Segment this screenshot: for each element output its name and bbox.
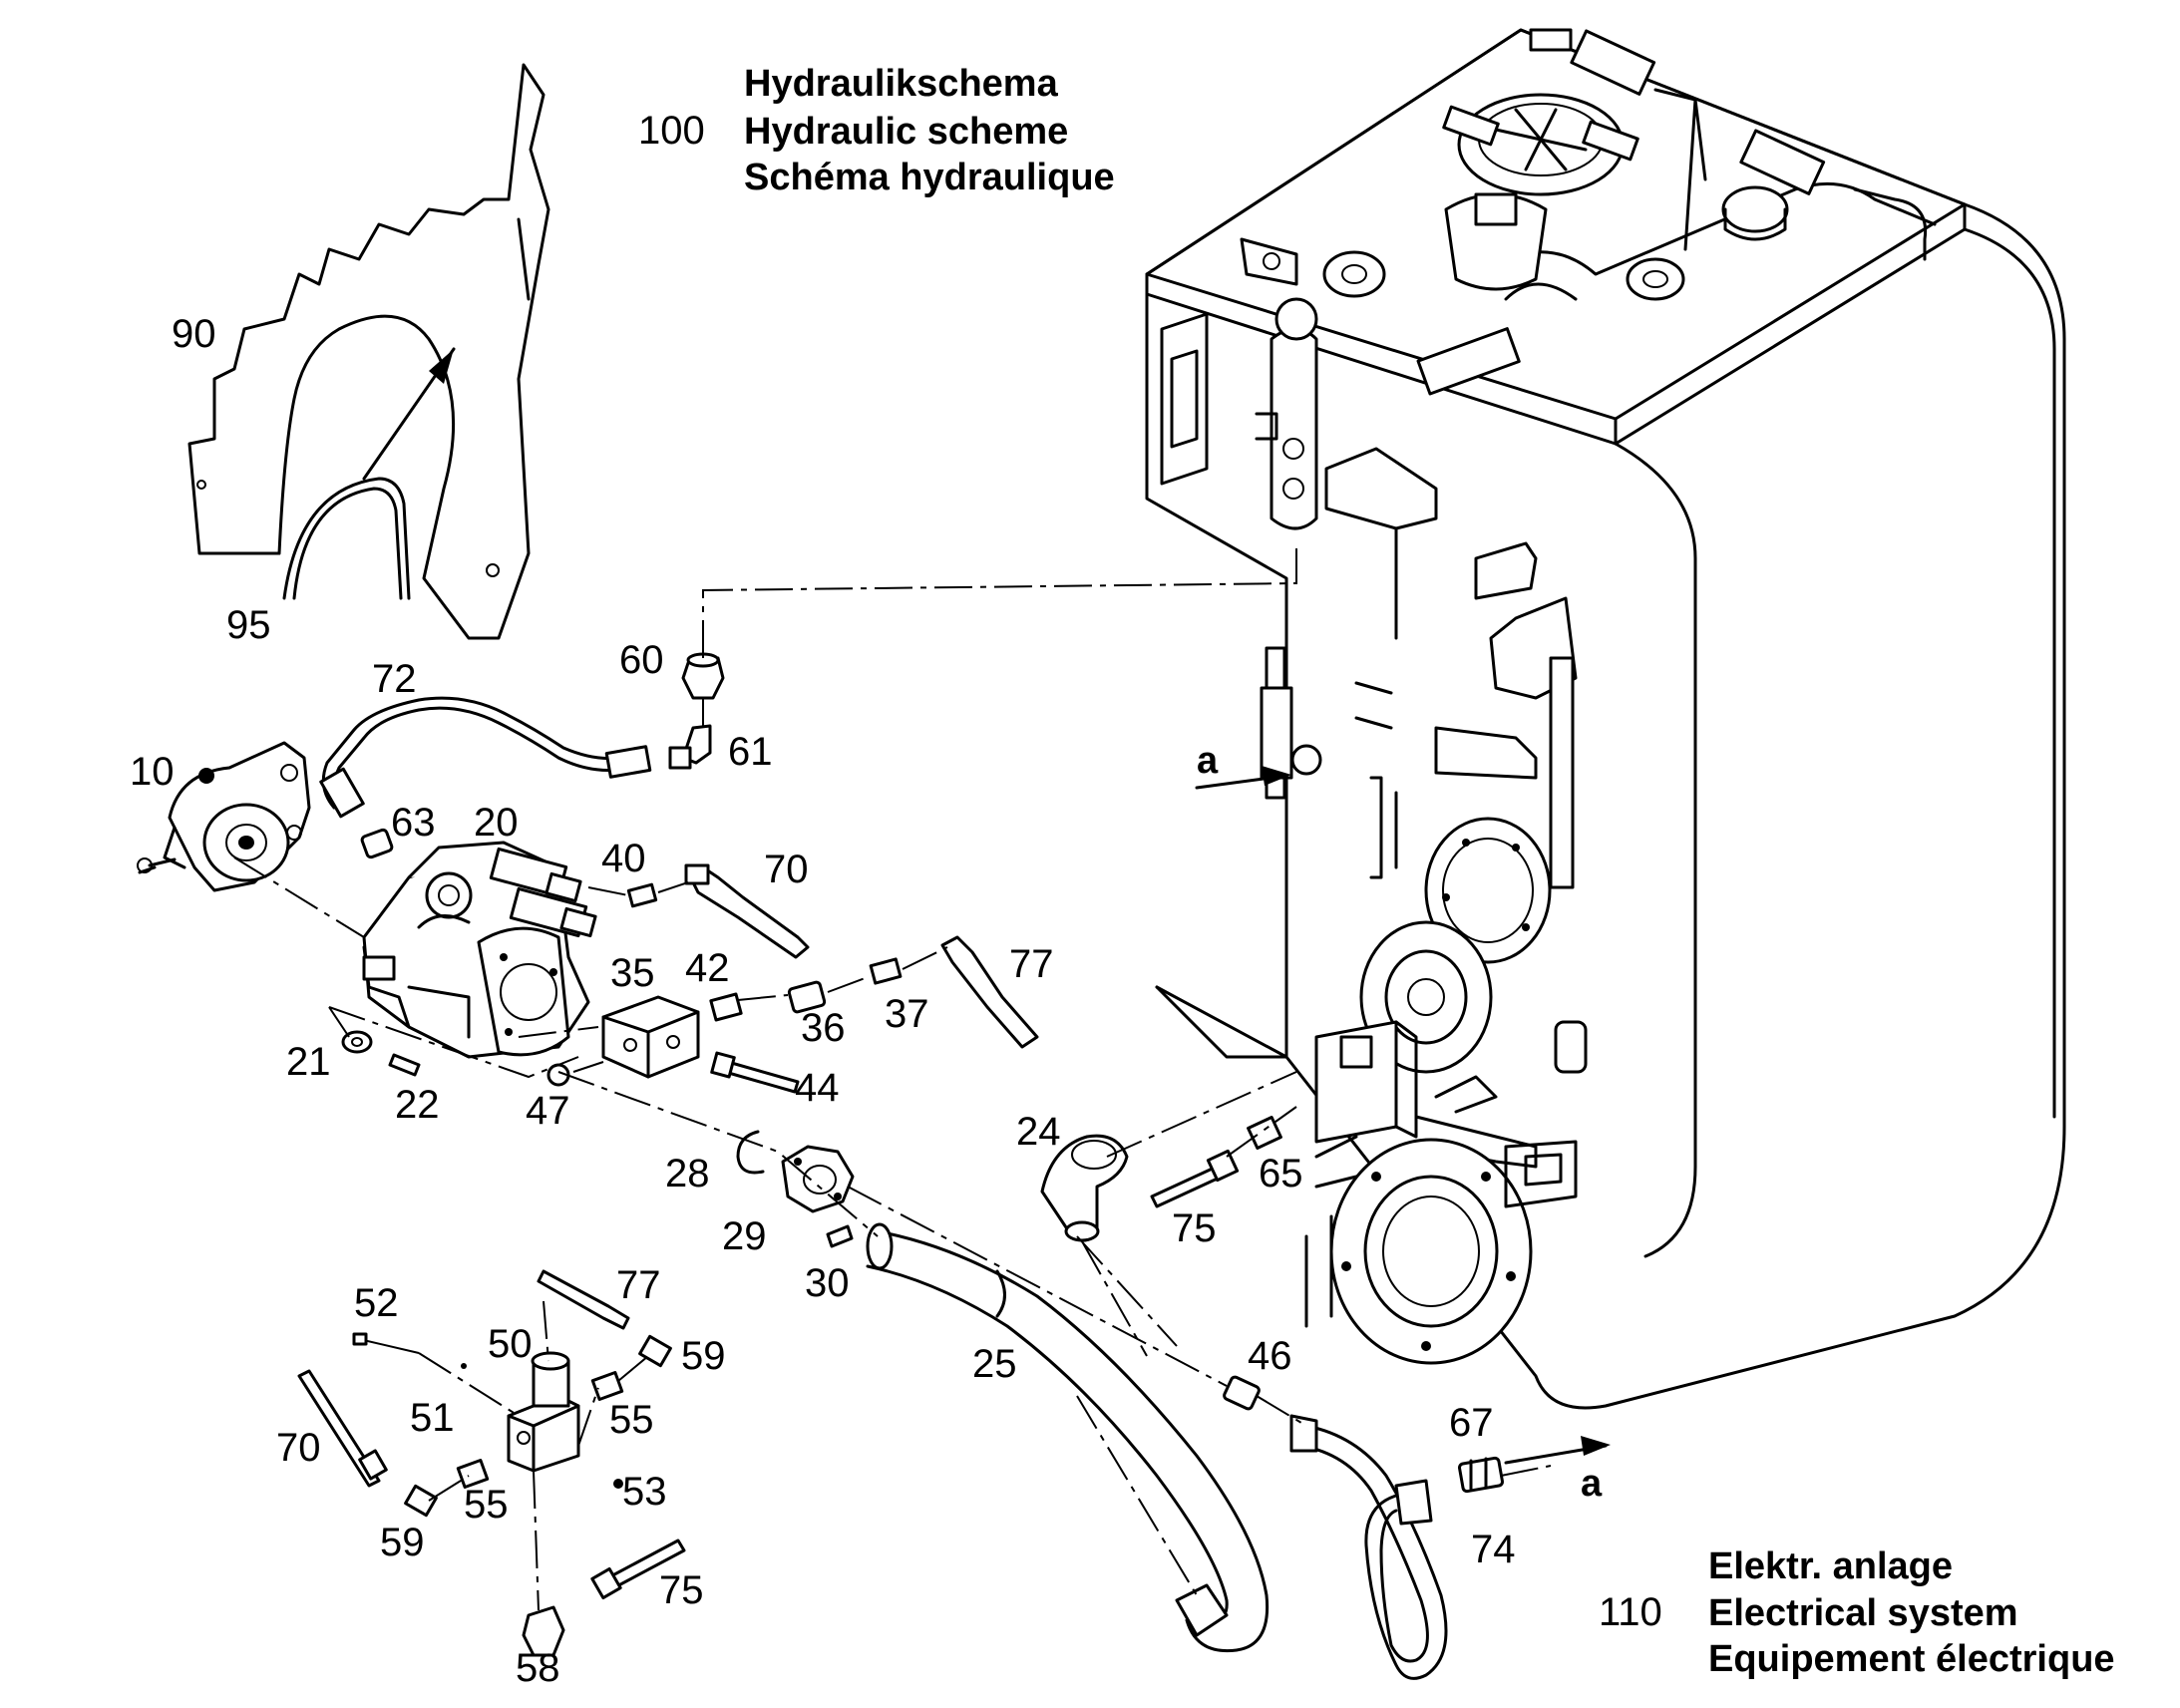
reference-arrow-a-right: a <box>1504 1436 1611 1505</box>
header-hydraulic-number: 100 <box>638 109 705 153</box>
o-ring-28 <box>736 1130 765 1175</box>
callout-46: 46 <box>1248 1334 1292 1378</box>
pipe-77-lower <box>537 1269 630 1330</box>
reference-arrow-a-left: a <box>1195 740 1291 790</box>
callout-47: 47 <box>526 1089 570 1133</box>
callout-72: 72 <box>372 657 417 701</box>
callout-70-lower: 70 <box>276 1426 321 1470</box>
callout-59-lower: 59 <box>380 1521 425 1564</box>
callout-50: 50 <box>488 1322 533 1366</box>
bolt-52 <box>352 1332 420 1354</box>
callout-labels: 90 95 60 72 61 10 20 63 40 70 42 35 77 3… <box>130 312 1516 1690</box>
bolt-75-lower <box>590 1538 686 1600</box>
bolt-30 <box>826 1224 854 1248</box>
assembly-lines <box>233 543 1552 1611</box>
fitting-55-lower <box>456 1458 490 1490</box>
washer-21 <box>341 1030 373 1054</box>
ref-a-right-label: a <box>1581 1463 1603 1505</box>
pipe-70-lower <box>297 1369 388 1488</box>
callout-74: 74 <box>1471 1528 1516 1571</box>
callout-37: 37 <box>885 992 929 1036</box>
callout-67: 67 <box>1449 1401 1494 1445</box>
bolt-75-upper <box>1150 1149 1240 1208</box>
callout-25: 25 <box>972 1342 1017 1386</box>
callout-40: 40 <box>601 837 646 880</box>
header-hydraulic-de: Hydraulikschema <box>744 63 1059 105</box>
callout-51: 51 <box>410 1396 455 1440</box>
callout-53: 53 <box>622 1470 667 1514</box>
valve-block-50 <box>507 1351 580 1473</box>
bolt-44 <box>710 1051 800 1094</box>
fitting-55-upper <box>590 1370 624 1402</box>
block-35 <box>601 995 700 1079</box>
hose-74 <box>1289 1414 1448 1680</box>
bolt-22 <box>388 1053 421 1077</box>
hose-72 <box>319 696 652 819</box>
pin-53 <box>613 1479 623 1489</box>
pin-51 <box>461 1363 467 1369</box>
callout-75-upper: 75 <box>1172 1206 1217 1250</box>
callout-42: 42 <box>685 946 730 990</box>
callout-63: 63 <box>391 801 436 845</box>
pump-20 <box>362 841 597 1059</box>
callout-35: 35 <box>610 951 655 995</box>
fitting-40 <box>626 882 658 908</box>
callout-36: 36 <box>801 1006 846 1050</box>
callout-29: 29 <box>722 1214 767 1258</box>
hose-25 <box>866 1222 1270 1653</box>
fitting-61 <box>668 724 712 770</box>
fitting-46 <box>1223 1375 1261 1411</box>
callout-61: 61 <box>728 730 773 774</box>
flange-10 <box>137 741 311 892</box>
callout-75-lower: 75 <box>659 1568 704 1612</box>
hydraulic-tank <box>1145 28 2066 1410</box>
callout-21: 21 <box>286 1040 331 1084</box>
callout-22: 22 <box>395 1083 440 1127</box>
cover-plate-90 <box>187 63 550 640</box>
callout-59-upper: 59 <box>681 1334 726 1378</box>
header-electrical-fr: Equipement électrique <box>1708 1638 2115 1680</box>
fitting-59-upper <box>638 1334 672 1368</box>
callout-55-lower: 55 <box>464 1483 509 1527</box>
hydraulic-scheme-header: Hydraulikschema 100 Hydraulic scheme Sch… <box>638 63 1115 198</box>
pipe-77-upper <box>940 935 1039 1049</box>
callout-95: 95 <box>226 603 271 647</box>
callout-70-upper: 70 <box>764 848 809 891</box>
callout-10: 10 <box>130 750 175 794</box>
callout-44: 44 <box>795 1066 840 1110</box>
plug-63 <box>360 828 394 859</box>
pipe-70-upper <box>684 863 810 959</box>
flange-29 <box>781 1145 855 1213</box>
header-hydraulic-en: Hydraulic scheme <box>744 111 1068 153</box>
callout-65: 65 <box>1259 1152 1303 1196</box>
callout-58: 58 <box>516 1646 560 1690</box>
header-electrical-de: Elektr. anlage <box>1708 1545 1953 1587</box>
callout-30: 30 <box>805 1261 850 1305</box>
callout-55-upper: 55 <box>609 1398 654 1442</box>
fitting-36 <box>787 980 827 1014</box>
callout-77-upper: 77 <box>1009 942 1054 986</box>
callout-20: 20 <box>474 801 519 845</box>
fitting-37 <box>869 957 903 985</box>
callout-24: 24 <box>1016 1110 1061 1154</box>
fitting-42 <box>709 992 743 1022</box>
fitting-59-lower <box>404 1484 438 1518</box>
callout-60: 60 <box>619 638 664 682</box>
plug-58 <box>522 1605 565 1657</box>
header-electrical-number: 110 <box>1599 1590 1662 1634</box>
callout-28: 28 <box>665 1152 710 1196</box>
fitting-60 <box>681 652 725 700</box>
header-hydraulic-fr: Schéma hydraulique <box>744 157 1115 198</box>
elbow-24 <box>1040 1134 1129 1242</box>
header-electrical-en: Electrical system <box>1708 1592 2018 1634</box>
callout-77-lower: 77 <box>616 1263 661 1307</box>
electrical-system-header: Elektr. anlage 110 Electrical system Equ… <box>1599 1545 2115 1680</box>
ref-a-left-label: a <box>1197 740 1219 782</box>
fitting-67 <box>1458 1456 1504 1494</box>
gasket-95 <box>282 477 411 600</box>
callout-52: 52 <box>354 1281 399 1325</box>
callout-90: 90 <box>172 312 216 356</box>
